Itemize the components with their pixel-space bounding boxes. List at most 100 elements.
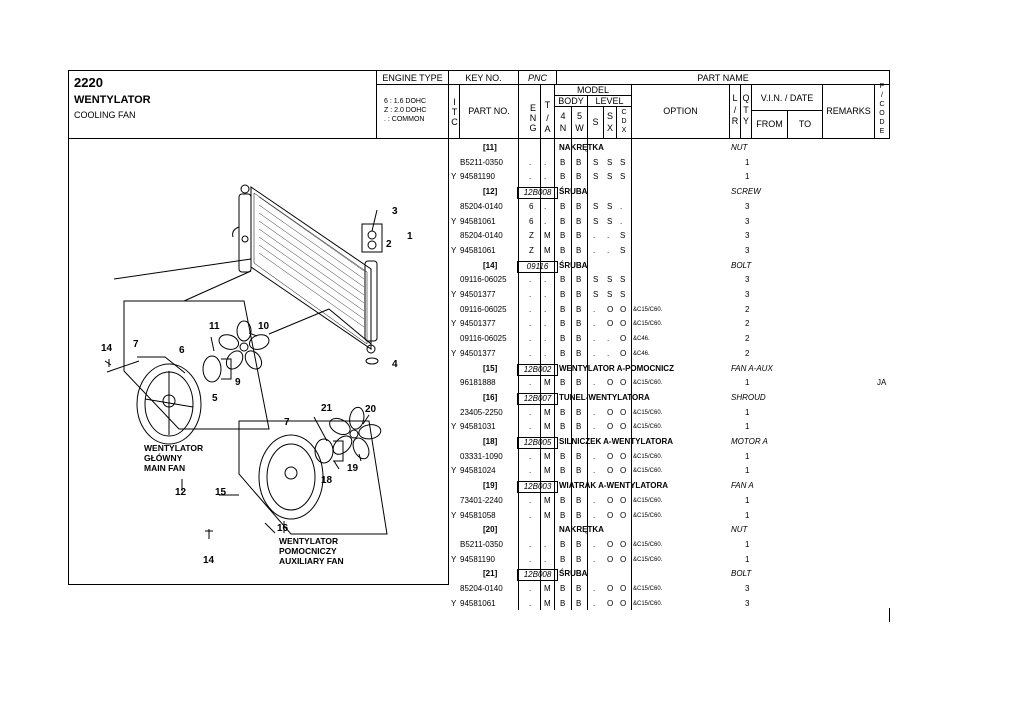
body-under	[555, 106, 632, 107]
hdr-itc-c: C	[451, 117, 458, 127]
body-5w: B	[576, 319, 582, 329]
trans-code: .	[544, 157, 547, 167]
level-cdx: S	[620, 275, 626, 285]
level-sx: S	[607, 157, 613, 167]
hdr-option: OPTION	[663, 106, 698, 116]
body-4n: B	[560, 157, 566, 167]
quantity: 1	[745, 451, 750, 461]
trans-code: M	[544, 378, 551, 388]
part-number: 09116-06025	[460, 304, 507, 314]
body-5w: B	[576, 510, 582, 520]
part-number: 23405-2250	[460, 407, 503, 417]
trans-code: .	[544, 201, 547, 211]
part-number: 94581190	[460, 172, 495, 182]
level-s: S	[593, 157, 599, 167]
quantity: 3	[745, 216, 750, 226]
body-5w: B	[576, 172, 582, 182]
engine-code: .	[529, 172, 532, 182]
level-cdx: O	[620, 510, 627, 520]
part-name-en: BOLT	[731, 260, 752, 270]
level-cdx: O	[620, 451, 627, 461]
hdr-s: S	[592, 117, 599, 127]
trans-code: M	[544, 598, 551, 608]
hdr-lr-slash: /	[733, 105, 737, 115]
part-number: 85204-0140	[460, 584, 503, 593]
frame-left	[68, 70, 69, 584]
hdr-pnc: PNC	[527, 73, 547, 83]
frame-header-bottom-left	[68, 138, 449, 139]
page-title-pl: WENTYLATOR	[74, 94, 151, 106]
body-col-level	[631, 139, 632, 610]
label-aux-fan-2: POMOCNICZY	[279, 546, 337, 556]
hdr-eng-n: N	[529, 113, 537, 123]
hdr-lr-l: L	[732, 93, 738, 103]
body-5w: B	[576, 157, 582, 167]
hdr-ta-slash: /	[546, 113, 549, 123]
callout-16: 16	[277, 523, 289, 534]
col-sx-r	[616, 106, 617, 139]
level-cdx: O	[620, 378, 627, 388]
engine-code: .	[529, 290, 532, 299]
option-code: &C15/C60.	[633, 512, 663, 519]
body-5w: B	[576, 216, 582, 226]
part-number: 94501377	[460, 348, 496, 358]
page-code: 2220	[74, 75, 103, 90]
callout-9: 5	[212, 393, 218, 404]
main-fan-shroud	[136, 363, 202, 445]
hdr-model: MODEL	[576, 85, 609, 95]
key-number: [18]	[483, 437, 498, 446]
body-4n: B	[560, 201, 566, 211]
trans-code: M	[544, 422, 551, 432]
trans-code: M	[544, 231, 551, 241]
level-cdx: S	[620, 245, 626, 255]
part-number: 94581058	[460, 510, 496, 520]
hdr-cdx-x: X	[621, 127, 627, 134]
engine-code: .	[529, 275, 532, 285]
callout-5: 12	[175, 487, 187, 498]
trans-code: M	[544, 407, 551, 417]
level-cdx: .	[620, 201, 623, 211]
level-s: .	[593, 584, 596, 593]
level-s: .	[593, 407, 596, 417]
level-cdx: .	[620, 216, 623, 226]
quantity: 1	[745, 172, 750, 182]
trans-code: .	[544, 334, 547, 344]
body-4n: B	[560, 510, 566, 520]
level-s: .	[593, 378, 596, 388]
itc-flag: Y	[451, 172, 457, 182]
quantity: 2	[745, 304, 750, 314]
engine-common: . : COMMON	[384, 116, 425, 123]
engine-code: 6	[529, 216, 534, 226]
level-s: .	[593, 231, 596, 241]
level-cdx: O	[620, 304, 627, 314]
level-s: .	[593, 598, 596, 608]
level-cdx: O	[620, 319, 627, 329]
level-s: .	[593, 319, 596, 329]
callout-7a: 7	[133, 339, 139, 350]
part-name-pl: NAKRĘTKA	[559, 525, 604, 535]
hdr-b5-w: W	[575, 123, 584, 133]
body-5w: B	[576, 334, 582, 344]
part-name-pl: WIATRAK A-WENTYLATORA	[559, 481, 669, 491]
page-title-en: COOLING FAN	[74, 110, 136, 120]
option-code: &C15/C60.	[633, 380, 663, 387]
hdr-part-name: PART NAME	[697, 73, 749, 83]
aux-fan-motor	[314, 438, 334, 464]
body-4n: B	[560, 334, 566, 344]
key-number: [16]	[483, 392, 498, 402]
itc-flag: Y	[451, 598, 457, 608]
trans-code: .	[544, 319, 547, 329]
itc-flag: Y	[451, 554, 457, 564]
quantity: 1	[745, 554, 750, 564]
level-s: .	[593, 348, 596, 358]
itc-flag: Y	[451, 216, 457, 226]
key-number: [12]	[483, 187, 498, 197]
quantity: 3	[745, 231, 750, 241]
part-name-en: FAN A	[731, 481, 754, 491]
engine-code: .	[529, 554, 532, 564]
trans-code: M	[544, 451, 551, 461]
